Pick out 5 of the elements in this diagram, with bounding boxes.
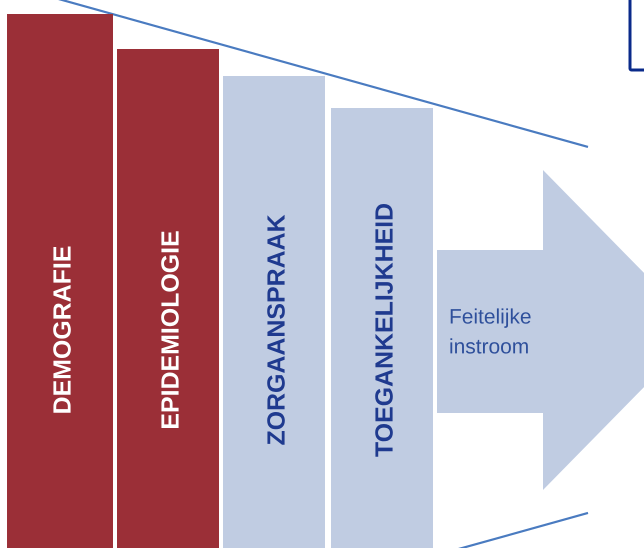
- bar: ZORGAANSPRAAK: [223, 76, 325, 548]
- box: [628, 0, 644, 72]
- bar: TOEGANKELIJKHEID: [331, 108, 433, 548]
- bar: DEMOGRAFIE: [7, 14, 113, 548]
- bar: EPIDEMIOLOGIE: [117, 49, 219, 548]
